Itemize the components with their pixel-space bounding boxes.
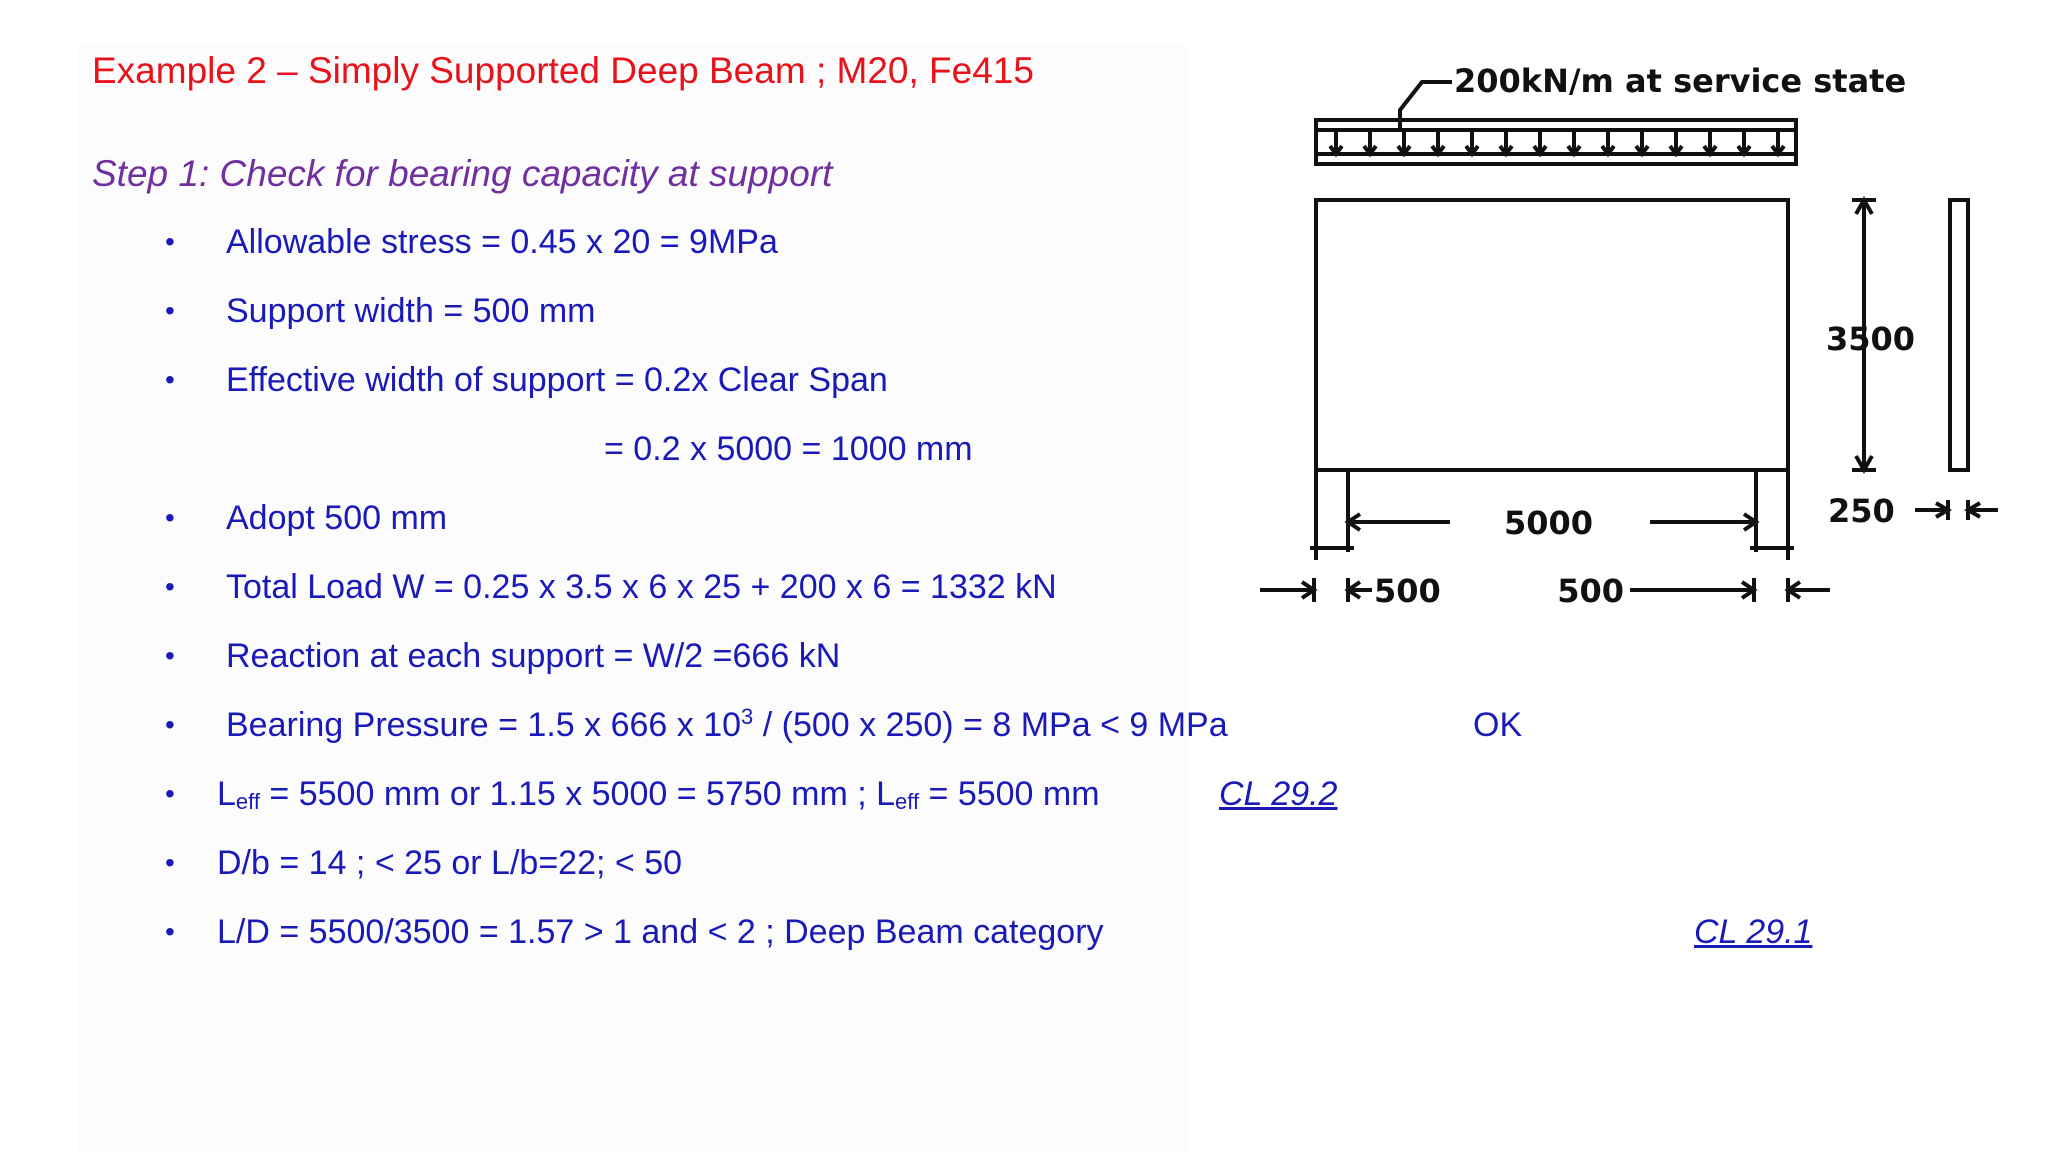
length-depth-line: L/D = 5500/3500 = 1.57 > 1 and < 2 ; Dee… [217,913,1104,951]
clause-ref-29-1[interactable]: CL 29.1 [1694,913,1813,951]
clause-ref-29-2[interactable]: CL 29.2 [1219,775,1338,813]
deep-beam-diagram: 200kN/m at service state 3500 250 5000 5… [1260,62,1998,610]
bearing-text-a: Bearing Pressure = 1.5 x 666 x 10 [226,706,742,744]
span-label: 5000 [1504,504,1593,542]
bullet-marker: • [165,571,175,602]
span-dimension [1344,512,1760,532]
bearing-status: OK [1473,706,1523,744]
leff-text: = 5500 mm or 1.15 x 5000 = 5750 mm ; L [259,775,896,813]
bullet-marker: • [165,226,175,257]
bullet-marker: • [165,709,175,740]
depth-breadth-line: D/b = 14 ; < 25 or L/b=22; < 50 [217,844,683,882]
bearing-pressure-line: Bearing Pressure = 1.5 x 666 x 103 / (50… [226,704,1228,749]
load-label: 200kN/m at service state [1454,62,1906,100]
leff-subscript: eff [235,789,260,814]
leff-line: Leff = 5500 mm or 1.15 x 5000 = 5750 mm … [217,774,1100,818]
left-support-label: 500 [1374,572,1441,610]
left-support-dimension [1260,578,1372,602]
height-dimension [1852,195,1876,475]
bullet-marker: • [165,640,175,671]
bullet-marker: • [165,502,175,533]
right-support-label: 500 [1557,572,1624,610]
adopt-line: Adopt 500 mm [226,499,448,537]
leff-text-end: = 5500 mm [919,775,1100,813]
height-label: 3500 [1826,320,1915,358]
distributed-load-box [1314,118,1798,166]
thickness-label: 250 [1828,492,1895,530]
reaction-line: Reaction at each support = W/2 =666 kN [226,637,841,675]
content-panel [78,44,1188,1152]
beam-section [1948,198,1970,472]
bullet-marker: • [165,778,175,809]
bullet-marker: • [165,847,175,878]
load-leader-line [1398,80,1452,132]
bearing-exponent: 3 [741,704,754,729]
effective-width-line: Effective width of support = 0.2x Clear … [226,361,888,399]
support-width-line: Support width = 500 mm [226,292,596,330]
total-load-line: Total Load W = 0.25 x 3.5 x 6 x 25 + 200… [226,568,1057,606]
bullet-marker: • [165,364,175,395]
step-heading: Step 1: Check for bearing capacity at su… [92,153,833,194]
allowable-stress-line: Allowable stress = 0.45 x 20 = 9MPa [226,223,778,261]
left-support [1310,470,1354,560]
slide-title: Example 2 – Simply Supported Deep Beam ;… [92,50,1034,91]
beam-elevation [1314,198,1790,472]
load-arrows [1328,130,1786,158]
bullet-marker: • [165,295,175,326]
effective-width-calc-line: = 0.2 x 5000 = 1000 mm [604,430,973,468]
bullet-marker: • [165,916,175,947]
thickness-dimension [1915,500,1998,520]
bearing-text-b: / (500 x 250) = 8 MPa < 9 MPa [753,706,1228,744]
right-support [1750,470,1794,560]
leff-subscript: eff [895,789,920,814]
leff-symbol: L [217,775,236,813]
right-support-dimension [1630,578,1830,602]
